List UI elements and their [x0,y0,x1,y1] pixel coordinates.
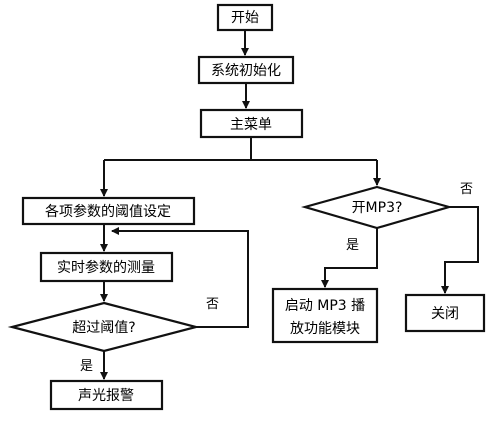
start-node: 开始 [216,3,274,32]
threshold-setting-label: 各项参数的阈值设定 [45,203,171,220]
menu-label: 主菜单 [230,117,272,133]
measurement-node: 实时参数的测量 [39,251,174,283]
menu-node: 主菜单 [199,108,304,139]
arrow-mp3-yes [321,228,378,288]
threshold-setting-node: 各项参数的阈值设定 [21,196,196,226]
close-node: 关闭 [404,293,486,333]
mp3-start-label-line1: 启动 MP3 播 [285,298,365,314]
exceed-yes-label: 是 [80,359,93,374]
alarm-node: 声光报警 [49,379,164,411]
mp3-decision: 开MP3? [300,185,454,230]
measurement-label: 实时参数的测量 [57,259,155,276]
mp3-decision-label: 开MP3? [352,200,403,216]
mp3-yes-label: 是 [346,238,359,253]
alarm-label: 声光报警 [78,388,134,404]
arrow-mp3-no [441,206,479,294]
mp3-start-label-line2: 放功能模块 [290,321,360,337]
arrow-exceed-no-loop [111,227,249,328]
exceed-threshold-decision: 超过阈值? [7,301,201,353]
mp3-no-label: 否 [460,182,473,197]
init-label: 系统初始化 [211,62,281,79]
exceed-no-label: 否 [206,297,219,312]
init-node: 系统初始化 [197,55,295,85]
close-label: 关闭 [431,306,459,322]
mp3-start-node: 启动 MP3 播 放功能模块 [271,287,379,344]
start-label: 开始 [231,10,259,26]
exceed-threshold-label: 超过阈值? [72,320,135,336]
